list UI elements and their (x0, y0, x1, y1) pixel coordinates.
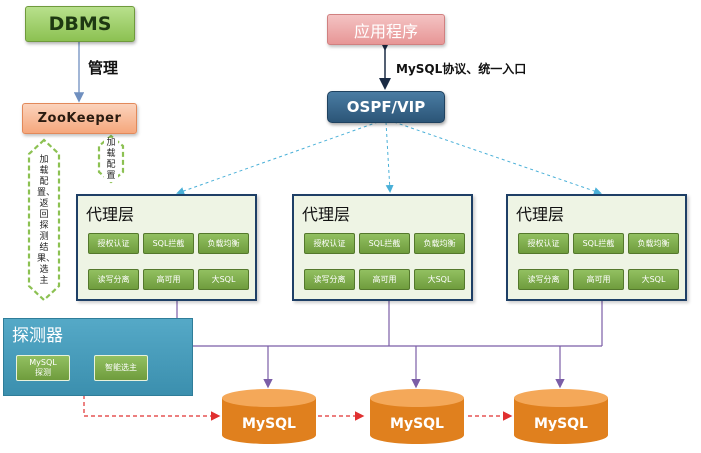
feature-big-sql: 大SQL (198, 269, 249, 290)
feature-load-balance: 负载均衡 (414, 233, 465, 254)
mysql-probe-line2: 探测 (35, 368, 51, 377)
mysql-probe-line1: MySQL (29, 358, 57, 367)
load-config-label: 加载配置 (104, 138, 118, 182)
feature-auth: 授权认证 (304, 233, 355, 254)
proxy-layer-1: 代理层 授权认证 SQL拦截 负载均衡 读写分离 高可用 大SQL (76, 194, 257, 301)
mysql-cylinder-2: MySQL (370, 389, 464, 444)
proxy-layer-title: 代理层 (86, 205, 135, 224)
mysql-protocol-label: MySQL协议、统一入口 (396, 62, 527, 76)
detector-title: 探测器 (12, 326, 63, 346)
zookeeper-node: ZooKeeper (22, 103, 137, 134)
feature-rw-split: 读写分离 (518, 269, 569, 290)
smart-election-chip: 智能选主 (94, 355, 148, 381)
application-node: 应用程序 (327, 14, 445, 45)
feature-rw-split: 读写分离 (88, 269, 139, 290)
feature-big-sql: 大SQL (628, 269, 679, 290)
proxy-layer-title: 代理层 (516, 205, 565, 224)
ospf-to-proxy-1-arrow (176, 121, 379, 195)
feature-auth: 授权认证 (518, 233, 569, 254)
proxy-layer-2: 代理层 授权认证 SQL拦截 负载均衡 读写分离 高可用 大SQL (292, 194, 473, 301)
feature-high-availability: 高可用 (143, 269, 194, 290)
dbms-node: DBMS (25, 6, 135, 42)
feature-sql-intercept: SQL拦截 (143, 233, 194, 254)
zk-proxy-dashed-arrow (97, 134, 125, 184)
feature-high-availability: 高可用 (573, 269, 624, 290)
proxy-layer-title: 代理层 (302, 205, 351, 224)
manage-label: 管理 (88, 59, 119, 77)
ospf-vip-node: OSPF/VIP (327, 91, 445, 123)
mysql-label-2: MySQL (390, 416, 444, 432)
feature-sql-intercept: SQL拦截 (573, 233, 624, 254)
mysql-cylinder-1: MySQL (222, 389, 316, 444)
ospf-to-proxy-2-arrow (385, 121, 394, 193)
proxy-layer-3: 代理层 授权认证 SQL拦截 负载均衡 读写分离 高可用 大SQL (506, 194, 687, 301)
ospf-to-proxy-3-arrow (393, 121, 602, 195)
feature-load-balance: 负载均衡 (198, 233, 249, 254)
detector-node: 探测器 MySQL 探测 智能选主 (3, 318, 193, 396)
mysql-cylinder-3: MySQL (514, 389, 608, 444)
feature-rw-split: 读写分离 (304, 269, 355, 290)
zk-detector-dashed-arrow (27, 138, 61, 302)
feature-big-sql: 大SQL (414, 269, 465, 290)
load-config-return-label: 加载配置、返回探测结果、选主 (37, 155, 56, 287)
mysql-probe-chip: MySQL 探测 (16, 355, 70, 381)
mysql-label-3: MySQL (534, 416, 588, 432)
feature-load-balance: 负载均衡 (628, 233, 679, 254)
proxy-to-mysql-lines (176, 297, 603, 389)
mysql-label-1: MySQL (242, 416, 296, 432)
detector-to-mysql-dashed (83, 395, 221, 421)
feature-sql-intercept: SQL拦截 (359, 233, 410, 254)
feature-high-availability: 高可用 (359, 269, 410, 290)
feature-auth: 授权认证 (88, 233, 139, 254)
